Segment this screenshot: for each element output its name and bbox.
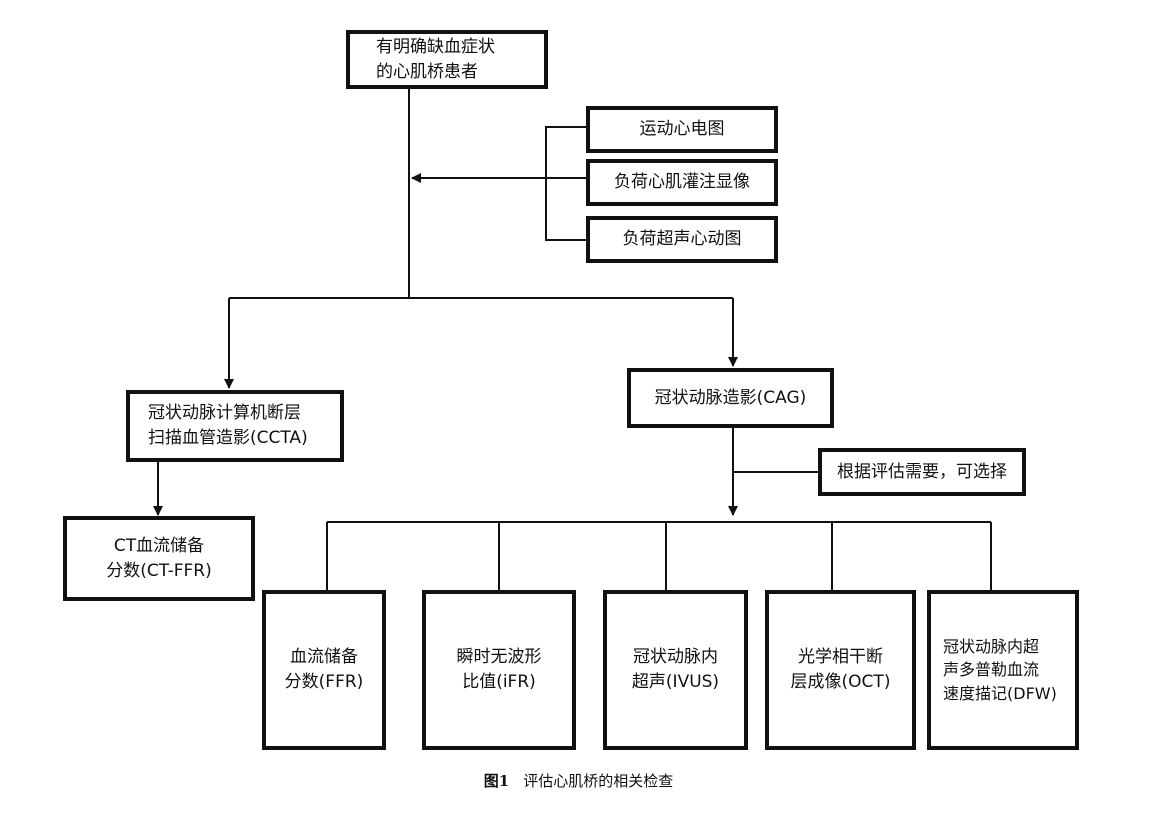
node-dfw: 冠状动脉内超 声多普勒血流 速度描记(DFW) [927,590,1079,750]
node-ffr-label: 血流储备 分数(FFR) [284,647,364,692]
figure-number: 图1 [483,772,510,790]
node-ivus: 冠状动脉内 超声(IVUS) [603,590,748,750]
figure-caption-text: 评估心肌桥的相关检查 [523,772,674,790]
node-oct: 光学相干断 层成像(OCT) [765,590,916,750]
node-stress-perfusion: 负荷心肌灌注显像 [586,159,778,206]
node-stress-perfusion-label: 负荷心肌灌注显像 [614,172,750,193]
node-ctffr: CT血流储备 分数(CT-FFR) [63,516,255,601]
node-optional: 根据评估需要，可选择 [818,448,1026,496]
node-patient: 有明确缺血症状 的心肌桥患者 [346,30,548,89]
node-ccta: 冠状动脉计算机断层 扫描血管造影(CCTA) [126,390,344,462]
node-ifr: 瞬时无波形 比值(iFR) [422,590,576,750]
node-dfw-label: 冠状动脉内超 声多普勒血流 速度描记(DFW) [943,637,1057,703]
node-exercise-ecg-label: 运动心电图 [639,119,725,140]
node-ccta-label: 冠状动脉计算机断层 扫描血管造影(CCTA) [148,403,308,448]
node-exercise-ecg: 运动心电图 [586,106,778,153]
node-cag: 冠状动脉造影(CAG) [627,368,834,428]
node-cag-label: 冠状动脉造影(CAG) [654,387,807,408]
node-ifr-label: 瞬时无波形 比值(iFR) [456,647,542,692]
noninvasive-bracket [545,126,588,241]
node-ctffr-label: CT血流储备 分数(CT-FFR) [106,535,212,581]
node-ffr: 血流储备 分数(FFR) [262,590,386,750]
node-ivus-label: 冠状动脉内 超声(IVUS) [631,647,720,692]
node-patient-label: 有明确缺血症状 的心肌桥患者 [376,36,495,82]
node-stress-echo: 负荷超声心动图 [586,216,778,263]
node-stress-echo-label: 负荷超声心动图 [622,229,742,250]
figure-caption: 图1 评估心肌桥的相关检查 [0,770,1157,791]
node-optional-label: 根据评估需要，可选择 [837,461,1007,482]
node-oct-label: 光学相干断 层成像(OCT) [790,647,891,692]
